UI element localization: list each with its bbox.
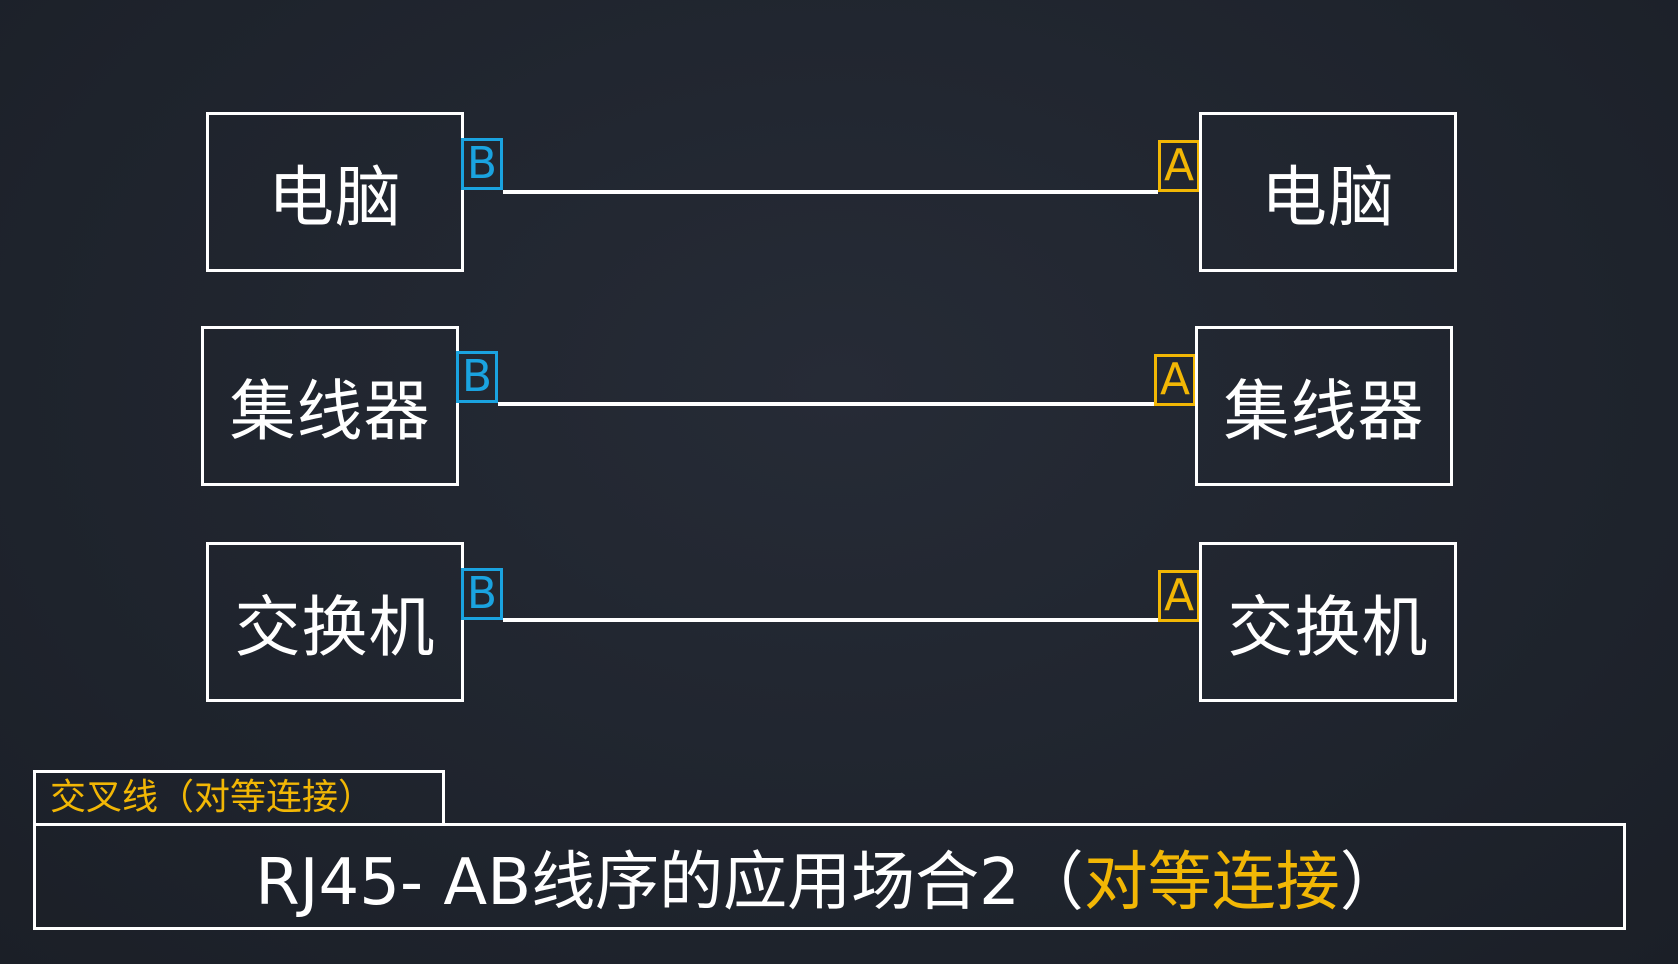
cable-line-2 — [498, 402, 1154, 406]
title-prefix: RJ45- AB线序的应用场合2（ — [255, 845, 1084, 920]
subtitle-tab: 交叉线（对等连接） — [33, 770, 445, 824]
title-highlight: 对等连接 — [1083, 845, 1340, 920]
left-device-box-3: 交换机 — [206, 542, 464, 702]
left-device-box-2: 集线器 — [201, 326, 459, 486]
right-device-label-1: 电脑 — [1261, 159, 1395, 236]
right-tag-a-2: A — [1154, 354, 1196, 406]
right-tag-a-3: A — [1158, 570, 1200, 622]
right-device-box-2: 集线器 — [1195, 326, 1453, 486]
left-tag-b-1: B — [461, 138, 503, 190]
right-device-box-1: 电脑 — [1199, 112, 1457, 272]
title-suffix: ） — [1339, 845, 1404, 920]
slide-title: RJ45- AB线序的应用场合2（对等连接） — [33, 823, 1626, 930]
left-device-label-2: 集线器 — [229, 373, 431, 450]
cable-line-3 — [503, 618, 1158, 622]
left-device-label-1: 电脑 — [268, 159, 402, 236]
right-device-label-3: 交换机 — [1227, 589, 1429, 666]
cable-line-1 — [503, 190, 1158, 194]
left-tag-b-3: B — [461, 568, 503, 620]
right-device-box-3: 交换机 — [1199, 542, 1457, 702]
left-device-label-3: 交换机 — [234, 589, 436, 666]
left-tag-b-2: B — [456, 351, 498, 403]
left-device-box-1: 电脑 — [206, 112, 464, 272]
right-device-label-2: 集线器 — [1223, 373, 1425, 450]
right-tag-a-1: A — [1158, 140, 1200, 192]
